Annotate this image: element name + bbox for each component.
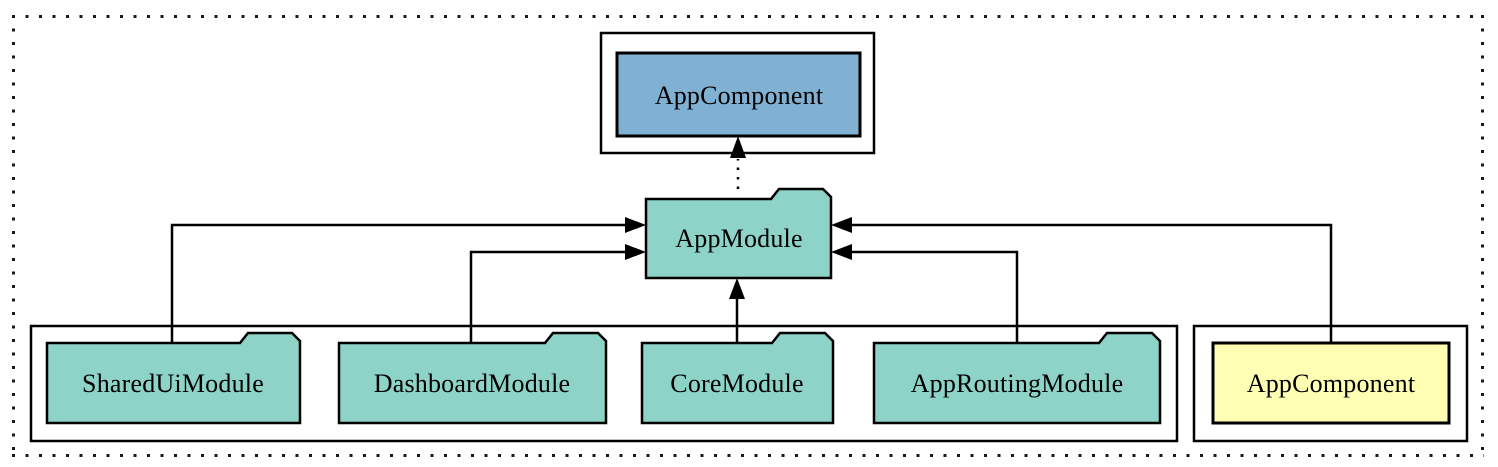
label-shareduimodule[interactable]: SharedUiModule [82, 369, 264, 398]
dotted-border-left [12, 15, 15, 457]
edge-dashboardmodule-appmodule [469, 250, 627, 343]
node-appmodule[interactable] [644, 187, 833, 280]
dotted-border-right [1481, 15, 1484, 457]
label-coremodule[interactable]: CoreModule [670, 369, 804, 398]
node-appcomponent-bootstrap[interactable] [1211, 341, 1451, 425]
arrowhead-into-appmodule-right-1 [831, 217, 852, 233]
dotted-border-top [12, 15, 1484, 18]
node-shareduimodule[interactable] [45, 331, 302, 425]
edge-approutingmodule-appmodule [850, 250, 1019, 343]
label-appcomponent-declared[interactable]: AppComponent [654, 81, 824, 110]
node-dashboardmodule[interactable] [337, 331, 608, 425]
label-appmodule[interactable]: AppModule [675, 224, 803, 253]
node-coremodule[interactable] [640, 331, 835, 425]
arrowhead-into-appmodule-right-2 [831, 244, 852, 260]
label-dashboardmodule[interactable]: DashboardModule [373, 369, 571, 398]
node-appcomponent-declared[interactable] [615, 51, 862, 138]
edge-appcomponent-appmodule [850, 223, 1333, 343]
dotted-border-bottom [12, 454, 1484, 457]
arrowhead-into-appmodule-bottom [729, 278, 745, 299]
arrowhead-into-appcomponent [730, 136, 746, 158]
label-appcomponent-bootstrap[interactable]: AppComponent [1246, 369, 1416, 398]
arrowhead-into-appmodule-left-1 [625, 217, 646, 233]
edge-arrowheads [625, 136, 852, 299]
label-approutingmodule[interactable]: AppRoutingModule [910, 369, 1124, 398]
arrowhead-into-appmodule-left-2 [625, 244, 646, 260]
node-approutingmodule[interactable] [872, 331, 1162, 425]
edge-shareduimodule-appmodule [170, 223, 627, 343]
edge-lines [170, 159, 1333, 343]
